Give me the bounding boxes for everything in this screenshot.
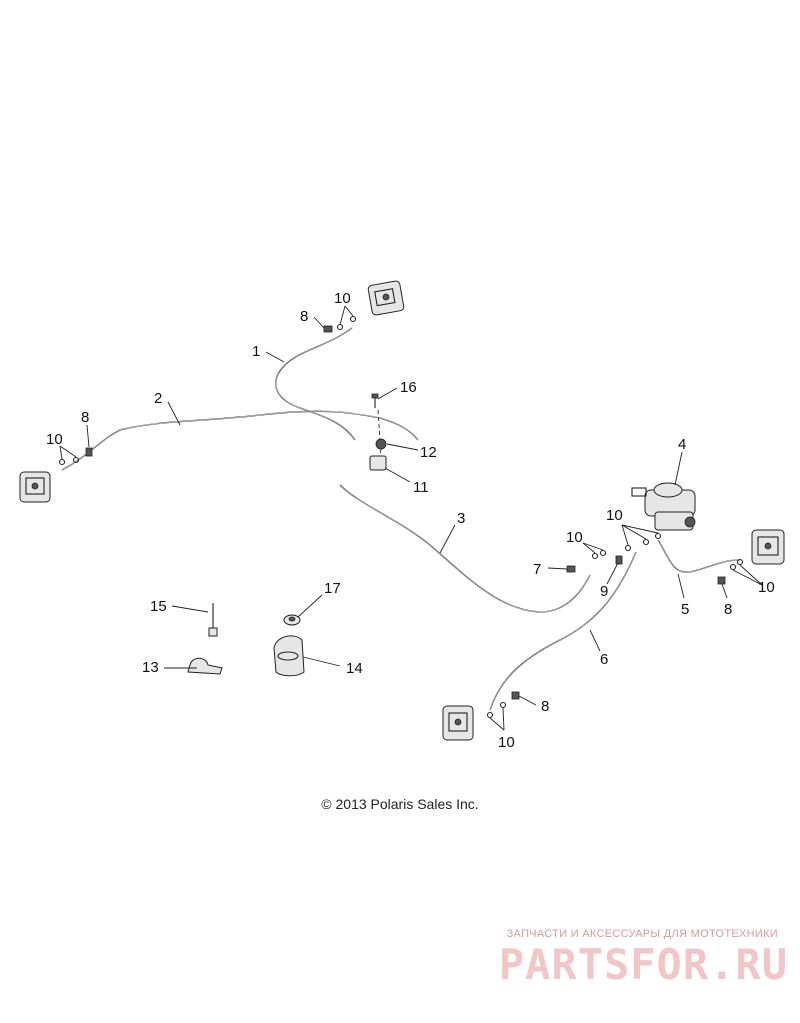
watermark-logo: PARTSFOR.RU <box>498 940 788 989</box>
callout-16: 16 <box>400 379 417 396</box>
rivet-15 <box>208 603 218 637</box>
callout-8-a: 8 <box>300 308 308 325</box>
callout-10-d: 10 <box>606 507 623 524</box>
callout-14: 14 <box>346 660 363 677</box>
copyright-text: © 2013 Polaris Sales Inc. <box>321 796 479 812</box>
callout-10-a: 10 <box>334 290 351 307</box>
bolt-8-b <box>85 447 93 457</box>
callout-10-f: 10 <box>498 734 515 751</box>
master-cylinder <box>631 482 696 531</box>
grommet-17 <box>283 614 301 626</box>
caliper-front-right <box>367 280 405 316</box>
caliper-left <box>19 471 51 503</box>
callout-2: 2 <box>154 390 162 407</box>
bracket-11 <box>369 455 387 471</box>
nut-12 <box>375 438 387 457</box>
bolt-9 <box>615 555 623 565</box>
brake-line-1 <box>275 327 356 441</box>
leader-lines <box>59 305 763 731</box>
callout-10-c: 10 <box>566 529 583 546</box>
clip-13 <box>187 657 223 675</box>
bolt-8-d <box>511 691 520 700</box>
brake-line-5 <box>657 539 741 573</box>
watermark-tagline: ЗАПЧАСТИ И АКСЕССУАРЫ ДЛЯ МОТОТЕХНИКИ <box>506 928 778 940</box>
brake-line-6 <box>489 551 637 711</box>
callout-7: 7 <box>533 561 541 578</box>
callout-9: 9 <box>600 583 608 600</box>
screw-16 <box>371 393 381 441</box>
caliper-right <box>751 529 785 565</box>
callout-10-e: 10 <box>758 579 775 596</box>
bolt-8-a <box>323 325 333 333</box>
callout-13: 13 <box>142 659 159 676</box>
caliper-rear <box>442 705 474 741</box>
clamp-14 <box>273 635 305 677</box>
callout-4: 4 <box>678 436 686 453</box>
callout-5: 5 <box>681 601 689 618</box>
bolt-7 <box>566 565 576 573</box>
callout-8-b: 8 <box>81 409 89 426</box>
callout-12: 12 <box>420 444 437 461</box>
callout-15: 15 <box>150 598 167 615</box>
callout-17: 17 <box>324 580 341 597</box>
washers-10 <box>58 315 744 719</box>
brake-line-3 <box>339 484 591 613</box>
callout-10-b: 10 <box>46 431 63 448</box>
callout-8-c: 8 <box>724 601 732 618</box>
callout-3: 3 <box>457 510 465 527</box>
callout-6: 6 <box>600 651 608 668</box>
brake-line-2 <box>61 410 419 471</box>
callout-1: 1 <box>252 343 260 360</box>
callout-11: 11 <box>413 479 429 496</box>
callout-8-d: 8 <box>541 698 549 715</box>
bolt-8-c <box>717 576 726 585</box>
